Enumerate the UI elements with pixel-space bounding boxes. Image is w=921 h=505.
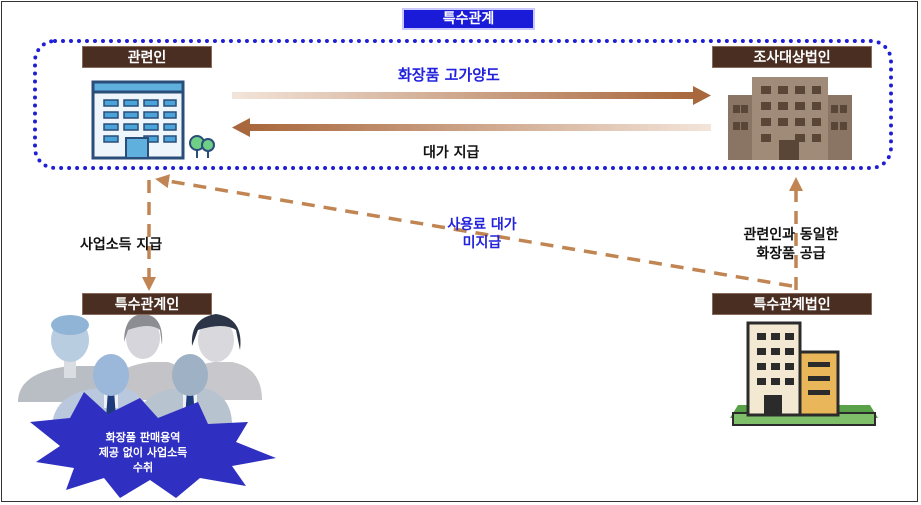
special-person-tag: 특수관계인 xyxy=(82,293,212,315)
supply-label-line2: 화장품 공급 xyxy=(756,246,826,262)
cosmetics-transfer-arrow xyxy=(232,86,711,105)
payment-label: 대가 지급 xyxy=(423,145,480,161)
target-corp-building-icon xyxy=(728,77,852,160)
supply-label-line1: 관련인과 동일한 xyxy=(743,227,839,243)
callout-line2: 제공 없이 사업소득 xyxy=(98,446,188,459)
payment-arrow xyxy=(232,118,711,137)
royalty-unpaid-arrow xyxy=(155,174,793,288)
callout-starburst xyxy=(30,392,276,498)
related-person-tag: 관련인 xyxy=(82,46,212,68)
special-corp-tag: 특수관계법인 xyxy=(712,293,872,315)
callout-line1: 화장품 판매용역 xyxy=(105,431,181,444)
royalty-unpaid-label-line2: 미지급 xyxy=(462,235,502,251)
diagram-title: 특수관계 xyxy=(402,8,535,30)
callout-line3: 수취 xyxy=(132,461,154,474)
special-persons-group-icon xyxy=(18,314,262,425)
callout-text: 화장품 판매용역 제공 없이 사업소득 수취 xyxy=(48,430,238,475)
business-income-label: 사업소득 지급 xyxy=(80,237,163,253)
royalty-unpaid-label-line1: 사용료 대가 xyxy=(447,217,517,233)
related-person-building-icon xyxy=(91,80,215,160)
special-relation-boundary xyxy=(33,39,893,170)
special-corp-building-icon xyxy=(730,321,878,426)
target-corp-tag: 조사대상법인 xyxy=(712,46,872,68)
cosmetics-transfer-label: 화장품 고가양도 xyxy=(398,66,500,84)
